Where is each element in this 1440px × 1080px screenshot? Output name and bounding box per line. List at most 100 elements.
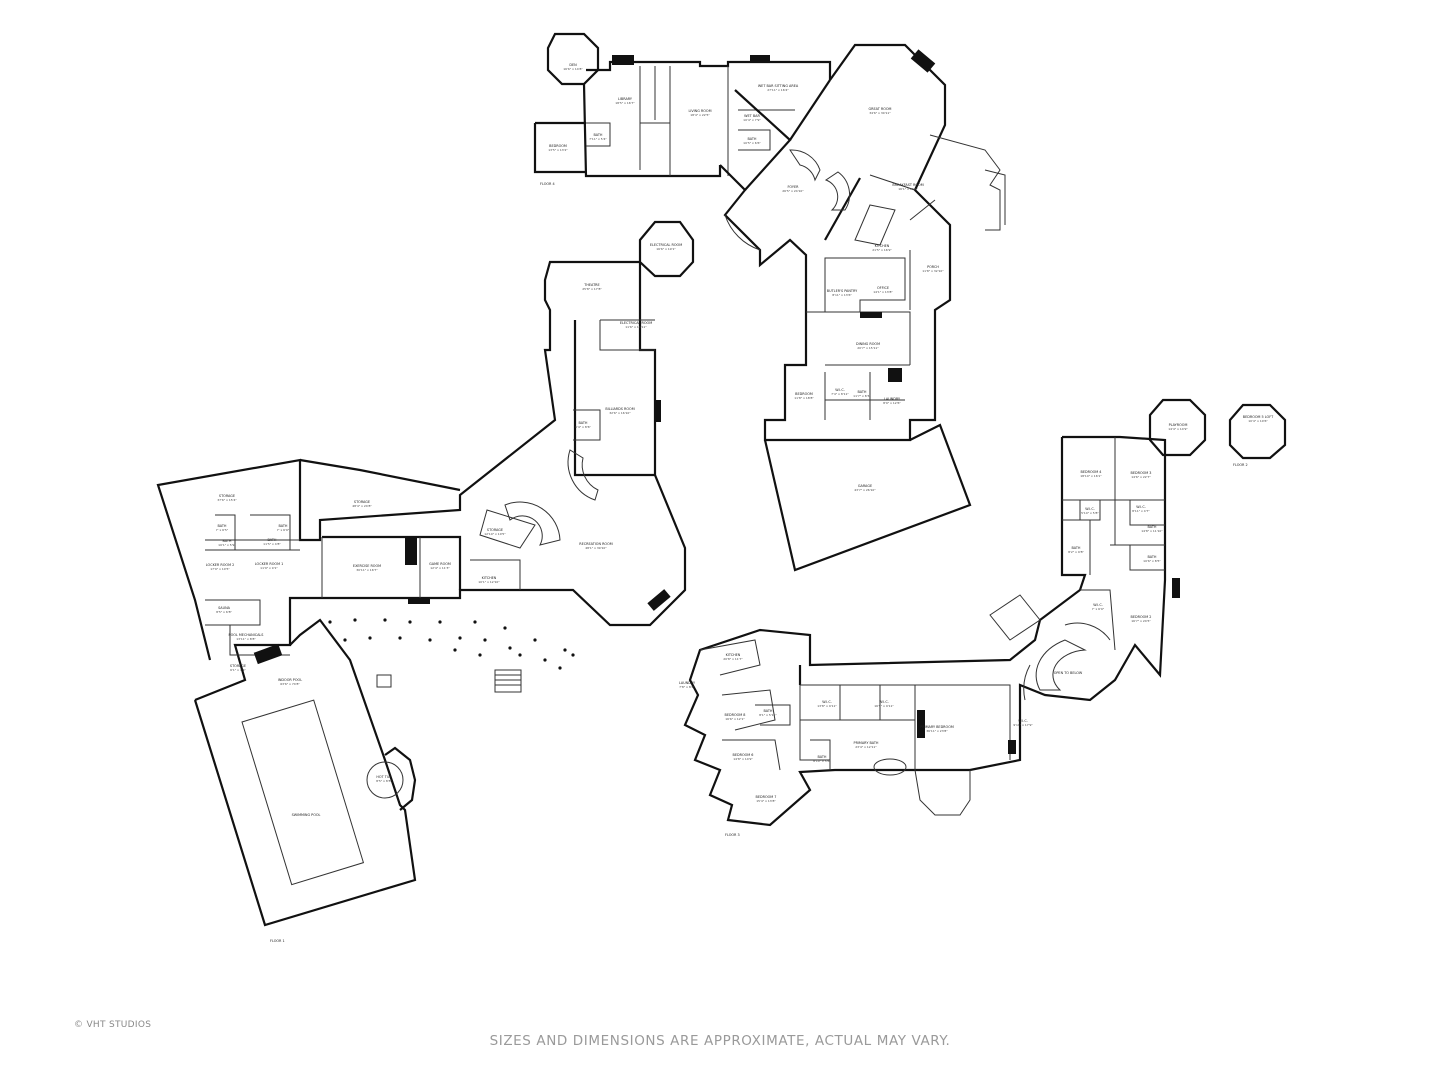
yard-column xyxy=(533,638,537,642)
dim-breakfast-room: 16'1" x 13'6" xyxy=(898,187,918,191)
dim-wet-bar-sitting: 27'11" x 16'4" xyxy=(767,88,789,92)
dim-bath-f3b: 8'10" x 5'6" xyxy=(813,759,831,763)
dim-laundry-f3: 7'8" x 8'8" xyxy=(679,685,695,689)
dim-bath-f1b: 10'1" x 5'9" xyxy=(218,543,236,547)
label-playroom: PLAYROOM xyxy=(1169,423,1188,427)
label-locker-1: LOCKER ROOM 1 xyxy=(255,562,283,566)
dim-primary-bath: 23'4" x 12'11" xyxy=(855,745,877,749)
dim-theatre: 25'8" x 17'8" xyxy=(582,287,602,291)
yard-column xyxy=(563,648,567,652)
dim-foyer: 26'5" x 24'10" xyxy=(782,189,804,193)
dim-bath-main: 11'7" x 8'3" xyxy=(853,394,871,398)
label-theatre: THEATRE xyxy=(583,283,599,287)
yard-column xyxy=(368,636,372,640)
label-locker-2: LOCKER ROOM 2 xyxy=(206,563,234,567)
dim-wic-p1: 13'8" x 9'11" xyxy=(817,704,837,708)
floor-4-label: FLOOR 4 xyxy=(540,182,555,186)
patio-features xyxy=(376,669,522,693)
label-wic-main: W.I.C. xyxy=(835,388,845,392)
dim-indoor-pool: 63'6" x 74'8" xyxy=(280,682,300,686)
indoor-pool-walls xyxy=(193,618,417,927)
dim-butlers-pantry: 8'11" x 13'6" xyxy=(832,293,852,297)
dim-game-room: 12'4" x 11'3" xyxy=(430,566,450,570)
label-open-to-below: OPEN TO BELOW xyxy=(1054,671,1083,675)
label-bedroom5-loft: BEDROOM 5 LOFT xyxy=(1243,415,1274,419)
label-bath-b3: BATH xyxy=(1147,525,1156,529)
label-kitchen-f3: KITCHEN xyxy=(726,653,741,657)
label-office: OFFICE xyxy=(877,286,889,290)
dim-bath-f1c: 11'5" x 4'8" xyxy=(263,542,281,546)
label-bath-f1c: BATH xyxy=(267,538,276,542)
label-storage-b: STORAGE xyxy=(354,500,370,504)
label-bath-f1d: BATH xyxy=(217,524,226,528)
label-bedroom7: BEDROOM 7 xyxy=(756,795,777,799)
dim-exercise: 30'11" x 16'7" xyxy=(356,568,378,572)
label-bath-f1b: BATH xyxy=(222,539,231,543)
label-bedroom3: BEDROOM 3 xyxy=(1131,471,1152,475)
label-sauna: SAUNA xyxy=(218,606,231,610)
dim-garage: 43'7" x 26'10" xyxy=(854,488,876,492)
floor-3-walls xyxy=(683,435,1180,827)
label-bath-f3a: BATH xyxy=(763,709,772,713)
label-butlers-pantry: BUTLER'S PANTRY xyxy=(827,289,858,293)
label-bath-f4b: BATH xyxy=(747,137,756,141)
dim-locker-1: 11'9" x 9'1" xyxy=(260,566,278,570)
dim-bath-f3a: 8'1" x 5'11" xyxy=(759,713,777,717)
floor-3-label: FLOOR 3 xyxy=(725,833,740,837)
label-foyer: FOYER xyxy=(787,185,799,189)
label-laundry-f3: LAUNDRY xyxy=(679,681,696,685)
dim-wic-p3: 9'11" x 17'9" xyxy=(1013,723,1033,727)
dim-bedroom4: 18'10" x 16'1" xyxy=(1080,474,1102,478)
dim-bedroom-f4: 13'5" x 13'2" xyxy=(548,148,568,152)
label-garage: GARAGE xyxy=(858,484,872,488)
main-floor-walls xyxy=(719,43,1006,572)
label-bath-main: BATH xyxy=(857,390,866,394)
disclaimer-text: SIZES AND DIMENSIONS ARE APPROXIMATE, AC… xyxy=(489,1033,951,1049)
yard-column xyxy=(458,636,462,640)
label-wic-p2: W.I.C. xyxy=(879,700,889,704)
dim-bath-b2: 10'6" x 8'5" xyxy=(1143,559,1161,563)
dim-wic-b2: 7' x 6'9" xyxy=(1092,607,1105,611)
label-bedroom6: BEDROOM 6 xyxy=(733,753,754,757)
yard-column xyxy=(558,666,562,670)
yard-column xyxy=(453,648,457,652)
label-wic-p3: W.I.C. xyxy=(1018,719,1028,723)
floor-2-label: FLOOR 2 xyxy=(1233,463,1248,467)
label-exercise: EXERCISE ROOM xyxy=(353,564,381,568)
label-wic-b4: W.I.C. xyxy=(1085,507,1095,511)
yard-column xyxy=(353,618,357,622)
dim-pool-mech: 13'11" x 8'8" xyxy=(236,637,256,641)
dim-hot-tub: 8'5" x 8'8" xyxy=(376,779,392,783)
label-den: DEN xyxy=(569,63,577,67)
yard-column xyxy=(518,653,522,657)
label-indoor-pool: INDOOR POOL xyxy=(278,678,302,682)
label-dining-room: DINING ROOM xyxy=(856,342,880,346)
dim-bedroom7: 15'4" x 13'8" xyxy=(756,799,776,803)
label-bedroom8: BEDROOM 8 xyxy=(725,713,746,717)
dim-bedroom8: 16'6" x 12'1" xyxy=(725,717,745,721)
floor-4-walls xyxy=(533,32,832,178)
label-bedroom4: BEDROOM 4 xyxy=(1081,470,1102,474)
yard-columns xyxy=(328,618,575,670)
yard-column xyxy=(398,636,402,640)
dim-storage-a: 37'6" x 15'4" xyxy=(217,498,237,502)
label-bath-b2: BATH xyxy=(1147,555,1156,559)
label-electrical-b: ELECTRICAL ROOM xyxy=(620,321,652,325)
dim-bedroom5-loft: 10'4" x 10'6" xyxy=(1248,419,1268,423)
dim-storage-d: 6'1" x 4'4" xyxy=(230,668,246,672)
dim-wet-bar: 10'4" x 7'9" xyxy=(743,118,761,122)
dim-primary-bedroom: 36'11" x 23'8" xyxy=(926,729,948,733)
yard-column xyxy=(473,620,477,624)
yard-column xyxy=(383,618,387,622)
dim-great-room: 34'6" x 30'11" xyxy=(869,111,891,115)
dim-billiards: 32'6" x 16'10" xyxy=(609,411,631,415)
label-breakfast-room: BREAKFAST ROOM xyxy=(892,183,923,187)
yard-column xyxy=(503,626,507,630)
dim-wic-p2: 16'5" x 9'11" xyxy=(874,704,894,708)
dim-bath-b4: 8'2" x 9'8" xyxy=(1068,550,1084,554)
label-great-room: GREAT ROOM xyxy=(869,107,892,111)
label-porch: PORCH xyxy=(927,265,939,269)
dim-wic-b4: 5'10" x 5'8" xyxy=(1081,511,1099,515)
label-wic-p1: W.I.C. xyxy=(822,700,832,704)
